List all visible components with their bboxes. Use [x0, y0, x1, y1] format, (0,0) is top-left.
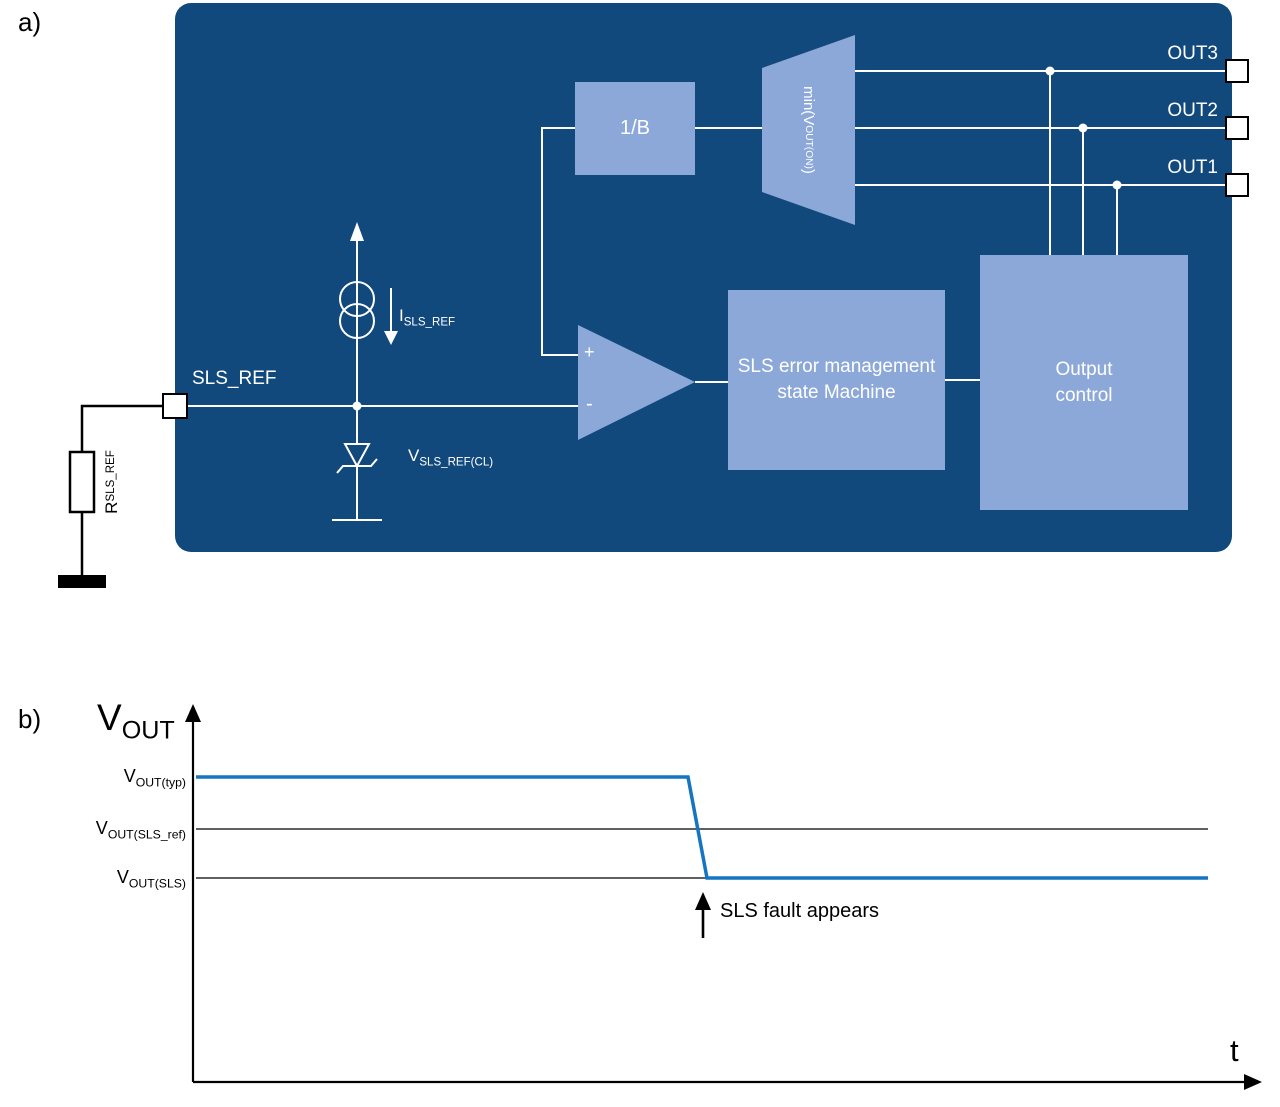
state-machine-line2: state Machine — [777, 382, 896, 403]
x-axis-arrowhead — [1244, 1074, 1262, 1090]
state-machine-block — [728, 290, 945, 470]
state-machine-label-text: SLS error management state Machine — [738, 354, 936, 405]
chip-wires — [187, 70, 1227, 407]
zener-triangle — [343, 443, 371, 469]
output-control-line2: control — [1055, 384, 1113, 406]
state-machine-line1: SLS error management — [737, 356, 936, 378]
level-label-vout-sls-ref: VOUT(SLS_ref) — [10, 818, 186, 842]
vout-curve — [196, 775, 1208, 880]
output-control-label: Output control — [980, 255, 1188, 510]
sls-ref-pin-label: SLS_REF — [192, 368, 277, 389]
x-axis-label: t — [1230, 1033, 1239, 1068]
out1-pin — [1225, 173, 1249, 197]
output-control-label-text: Output control — [1055, 357, 1112, 408]
resistor-body — [68, 450, 96, 514]
inverse-gain-block — [575, 82, 695, 175]
out2-pin — [1225, 116, 1249, 140]
out3-label: OUT3 — [1167, 43, 1218, 64]
current-source-label: ISLS_REF — [399, 306, 455, 330]
comparator-minus-sign: - — [586, 393, 593, 415]
current-source-label-sub: SLS_REF — [403, 316, 456, 329]
feedback-wire — [541, 127, 578, 356]
panel-a-label: a) — [18, 7, 42, 37]
state-machine-label: SLS error management state Machine — [728, 290, 945, 470]
y-axis-label-main: V — [97, 697, 122, 738]
min-selector-shape — [762, 35, 855, 225]
clamp-voltage-label-main: V — [408, 446, 420, 465]
current-direction-arrowhead — [384, 331, 398, 345]
sls-ref-junction-dot — [352, 401, 362, 411]
clamp-voltage-label: VSLS_REF(CL) — [408, 446, 493, 470]
waveform-plot — [185, 704, 1262, 1090]
fault-arrowhead — [695, 892, 711, 910]
junction-dots — [352, 66, 1122, 411]
min-selector-label-main: min(V — [799, 86, 817, 126]
output-control-line1: Output — [1055, 358, 1113, 380]
min-selector-label-sub: OUT(ON) — [802, 125, 814, 169]
min-selector-label-end: ) — [799, 168, 817, 174]
current-source-circle-bottom — [339, 303, 375, 339]
y-axis-label-sub: OUT — [121, 716, 175, 745]
comparator-plus-sign: + — [584, 342, 595, 362]
comparator-shape — [578, 325, 695, 440]
ground-symbol — [58, 575, 106, 588]
external-network — [58, 404, 163, 588]
level-label-vout-sls-sub: OUT(SLS) — [128, 876, 186, 891]
function-blocks — [575, 35, 1188, 510]
resistor-label-sub: SLS_REF — [105, 450, 118, 502]
zener-clamp-symbol — [332, 406, 382, 521]
resistor-label-main: R — [102, 501, 122, 514]
current-source-label-main: I — [399, 306, 404, 325]
level-label-vout-typ: VOUT(typ) — [10, 766, 186, 790]
level-label-vout-sls: VOUT(SLS) — [10, 867, 186, 891]
chip-boundary — [175, 3, 1232, 552]
external-wire-top — [80, 404, 163, 452]
level-label-vout-sls-ref-sub: OUT(SLS_ref) — [107, 827, 186, 842]
level-label-vout-sls-ref-main: V — [95, 818, 108, 838]
current-source-circle-top — [339, 281, 375, 317]
fault-annotation: SLS fault appears — [720, 900, 879, 922]
out1-junction-dot — [1112, 180, 1122, 190]
level-label-vout-typ-main: V — [123, 766, 136, 786]
inverse-gain-label: 1/B — [619, 117, 651, 139]
out3-pin — [1225, 59, 1249, 83]
out2-label: OUT2 — [1167, 100, 1218, 121]
current-source-up-arrowhead — [350, 222, 364, 241]
pin-boxes — [162, 59, 1249, 419]
clamp-voltage-label-sub: SLS_REF(CL) — [419, 456, 494, 469]
current-source-symbol — [339, 222, 398, 406]
level-label-vout-typ-sub: OUT(typ) — [135, 775, 186, 790]
sls-ref-pin — [162, 393, 188, 419]
level-label-vout-sls-main: V — [116, 867, 129, 887]
out3-junction-dot — [1045, 66, 1055, 76]
y-axis-arrowhead — [185, 704, 201, 722]
y-axis-label: VOUT — [97, 697, 175, 745]
output-control-block — [980, 255, 1188, 510]
panel-b-label: b) — [18, 704, 42, 734]
out2-junction-dot — [1078, 123, 1088, 133]
out1-label: OUT1 — [1167, 157, 1218, 178]
